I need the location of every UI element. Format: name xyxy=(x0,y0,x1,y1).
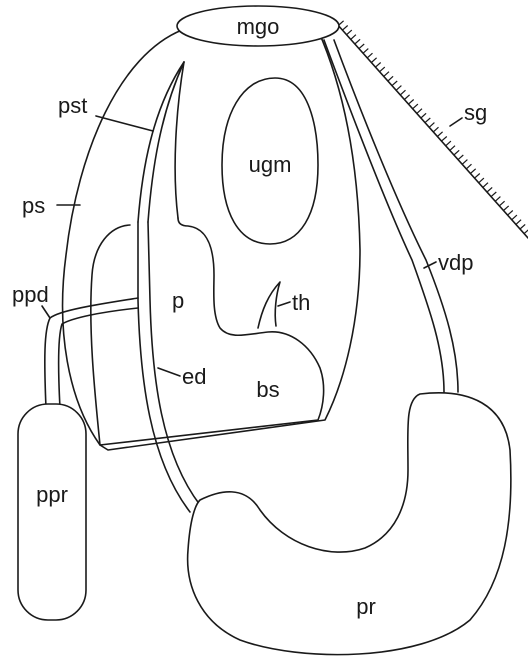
label-vdp: vdp xyxy=(438,250,473,275)
hatch-tick xyxy=(524,229,528,234)
outer-sac-outline xyxy=(63,30,360,450)
label-ppd: ppd xyxy=(12,282,49,307)
hatch-tick xyxy=(409,100,414,105)
hatch-tick xyxy=(446,141,451,146)
hatch-tick xyxy=(380,67,385,72)
label-pr: pr xyxy=(356,594,376,619)
hatch-tick xyxy=(499,201,504,206)
label-ppr: ppr xyxy=(36,482,68,507)
hatch-tick xyxy=(376,63,381,68)
hatch-tick xyxy=(429,123,434,128)
label-p: p xyxy=(172,288,184,313)
hatch-tick xyxy=(466,164,471,169)
leader-th xyxy=(278,302,290,306)
stylet-canal-right xyxy=(175,62,184,218)
hatch-tick xyxy=(491,192,496,197)
hatch-tick xyxy=(425,118,430,123)
label-ps: ps xyxy=(22,193,45,218)
hatch-tick xyxy=(479,178,484,183)
hatch-tick xyxy=(433,127,438,132)
hatch-tick xyxy=(495,197,500,202)
hatch-tick xyxy=(458,155,463,160)
ppr-capsule xyxy=(18,404,86,620)
hatched-boundary xyxy=(337,21,528,238)
thorn-shape xyxy=(258,282,280,328)
hatch-tick xyxy=(450,146,455,151)
hatch-tick xyxy=(355,39,360,44)
hatch-tick xyxy=(413,104,418,109)
stylet-canal-left xyxy=(138,62,184,222)
hatch-tick xyxy=(470,169,475,174)
leader-vdp xyxy=(424,262,436,268)
hatch-tick xyxy=(421,113,426,118)
hatch-tick xyxy=(359,44,364,49)
hatch-tick xyxy=(400,90,405,95)
leader-ppd xyxy=(42,306,50,318)
hatch-tick xyxy=(504,206,509,211)
hatch-tick xyxy=(508,211,513,216)
hatch-tick xyxy=(487,187,492,192)
vas-deferens-left xyxy=(324,40,444,392)
hatch-tick xyxy=(417,109,422,114)
hatch-tick xyxy=(371,58,376,63)
hatch-tick xyxy=(396,86,401,91)
vas-deferens-right xyxy=(334,40,458,392)
hatch-tick xyxy=(454,150,459,155)
hatch-tick xyxy=(351,35,356,40)
hatch-tick xyxy=(347,30,352,35)
label-ugm: ugm xyxy=(249,152,292,177)
hatch-tick xyxy=(483,183,488,188)
hatch-tick xyxy=(516,220,521,225)
hatch-tick xyxy=(404,95,409,100)
label-ed: ed xyxy=(182,364,206,389)
hatch-tick xyxy=(392,81,397,86)
hatch-tick xyxy=(442,137,447,142)
label-mgo: mgo xyxy=(237,14,280,39)
penis-body-outline xyxy=(91,218,324,445)
hatch-tick xyxy=(384,72,389,77)
label-sg: sg xyxy=(464,100,487,125)
stylet-canal-middle xyxy=(148,62,184,222)
hatch-tick xyxy=(475,174,480,179)
hatch-tick xyxy=(520,224,525,229)
hatch-tick xyxy=(343,26,348,31)
ppd-duct-lower xyxy=(59,308,138,408)
hatch-tick xyxy=(437,132,442,137)
leader-sg xyxy=(450,118,462,126)
hatch-tick xyxy=(363,49,368,54)
label-th: th xyxy=(292,290,310,315)
label-pst: pst xyxy=(58,93,87,118)
leader-ed xyxy=(158,368,180,376)
hatch-tick xyxy=(367,53,372,58)
leader-pst xyxy=(96,116,153,131)
hatch-tick xyxy=(512,215,517,220)
label-bs: bs xyxy=(256,377,279,402)
hatch-tick xyxy=(388,76,393,81)
hatch-tick xyxy=(462,160,467,165)
